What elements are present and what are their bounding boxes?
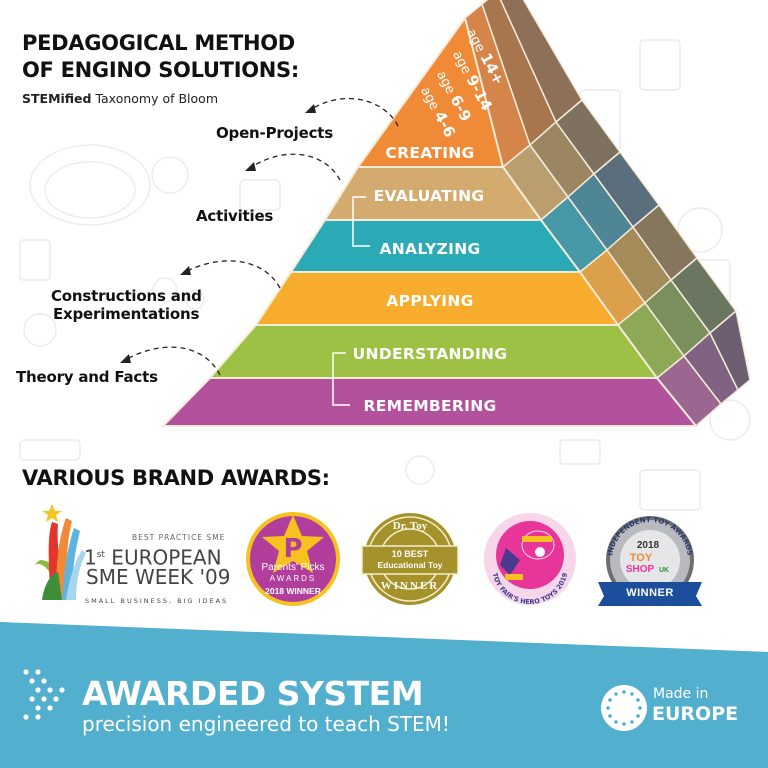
level-label-remembering: REMEMBERING	[363, 397, 497, 415]
europe-label: EUROPE	[652, 703, 739, 725]
toy-shop-uk: UK	[658, 567, 670, 574]
subtitle-rest: Taxonomy of Bloom	[91, 91, 219, 106]
toy-shop-winner: WINNER	[626, 587, 674, 599]
title-line-2: OF ENGINO SOLUTIONS:	[22, 58, 299, 82]
annotation-activities: Activities	[196, 207, 274, 225]
annotation-open-projects: Open-Projects	[216, 124, 333, 142]
eu-flag-icon	[601, 685, 647, 731]
sme-best-practice: BEST PRACTICE SME	[132, 533, 226, 542]
dr-toy-winner: WINNER	[380, 580, 440, 592]
pyramid-side-face	[464, 0, 751, 428]
dr-toy-line1: 10 BEST	[391, 549, 429, 559]
pyramid-front-face	[160, 15, 699, 427]
dr-toy-line2: Educational Toy	[377, 560, 443, 570]
level-band-remembering	[160, 377, 699, 427]
annotation-constructions: Constructions and	[51, 287, 202, 305]
svg-text:P: P	[283, 534, 302, 564]
annotation-theory-facts: Theory and Facts	[16, 368, 158, 386]
page-title: PEDAGOGICAL METHOD OF ENGINO SOLUTIONS:	[22, 30, 299, 84]
arrow-heads	[120, 104, 316, 363]
toy-shop-toy: TOY	[629, 552, 653, 564]
parents-picks-title: Parents' Picks	[261, 562, 325, 573]
annotation-experimentations: Experimentations	[53, 305, 200, 323]
dr-toy-title: Dr. Toy	[392, 520, 428, 532]
sme-line1: 1st EUROPEAN	[84, 545, 222, 570]
engino-dots-logo-icon	[23, 669, 65, 720]
toy-shop-year: 2018	[636, 540, 660, 551]
level-label-analyzing: ANALYZING	[379, 240, 481, 258]
parents-picks-winner: 2018 WINNER	[265, 586, 321, 596]
level-brackets	[332, 196, 370, 406]
level-label-evaluating: EVALUATING	[373, 187, 485, 205]
level-label-applying: APPLYING	[386, 292, 474, 310]
awards-title: VARIOUS BRAND AWARDS:	[22, 466, 330, 490]
sme-line2: SME WEEK '09	[86, 565, 231, 589]
annotation-arrows	[124, 97, 399, 376]
level-label-creating: CREATING	[385, 144, 475, 162]
toy-shop-shop: SHOP	[625, 564, 655, 575]
page-subtitle: STEMified Taxonomy of Bloom	[22, 91, 218, 106]
banner-title: AWARDED SYSTEM	[82, 674, 424, 713]
subtitle-bold: STEMified	[22, 91, 92, 106]
level-label-understanding: UNDERSTANDING	[352, 345, 508, 363]
made-in-label: Made in	[653, 686, 709, 702]
parents-picks-awards: AWARDS	[269, 574, 317, 583]
banner-subtitle: precision engineered to teach STEM!	[82, 712, 450, 736]
sme-tagline: SMALL BUSINESS, BIG IDEAS	[85, 597, 229, 605]
title-line-1: PEDAGOGICAL METHOD	[22, 31, 295, 55]
